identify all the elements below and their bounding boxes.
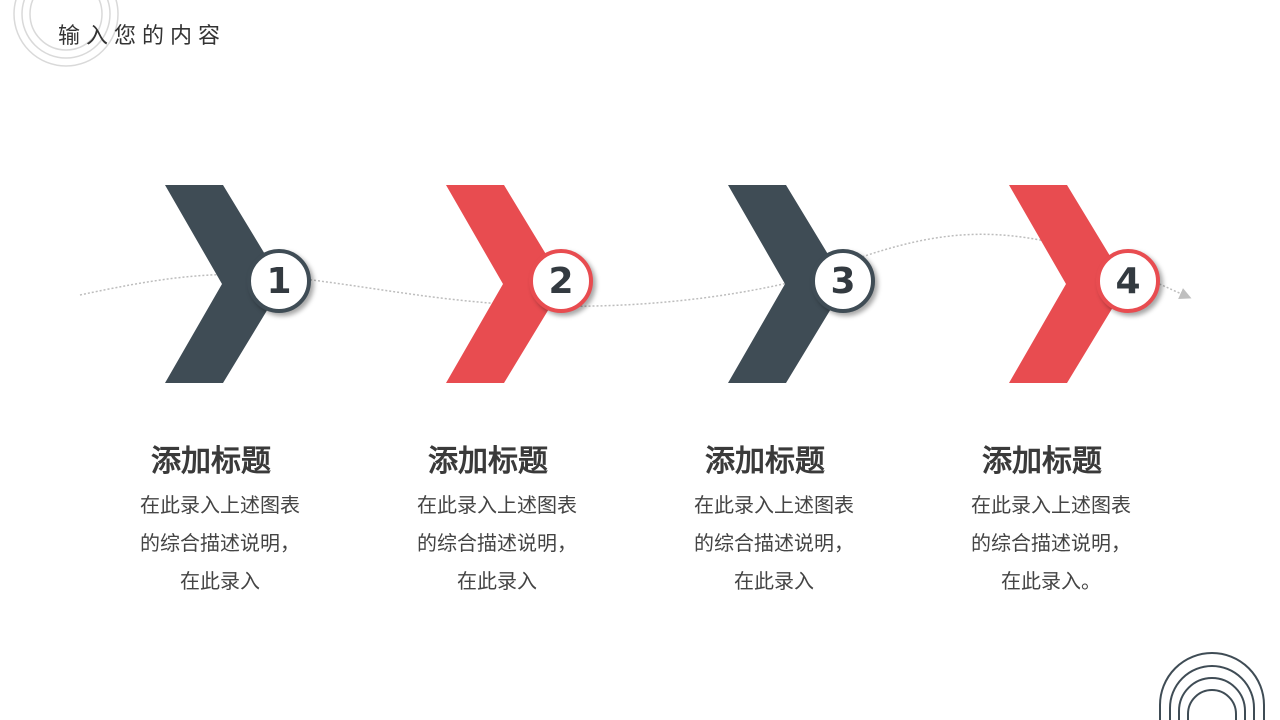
step-number-badge-4: 4: [1096, 249, 1160, 313]
arch-decoration-bottom-right: [1159, 652, 1265, 720]
desc-line: 在此录入: [734, 569, 814, 593]
step-desc-2: 在此录入上述图表 的综合描述说明， 在此录入: [387, 486, 607, 600]
desc-line: 的综合描述说明，: [971, 531, 1131, 555]
desc-line: 在此录入: [457, 569, 537, 593]
desc-line: 在此录入上述图表: [417, 493, 577, 517]
step-title-4: 添加标题: [982, 444, 1102, 479]
step-number-badge-2: 2: [529, 249, 593, 313]
step-desc-1: 在此录入上述图表 的综合描述说明， 在此录入: [110, 486, 330, 600]
desc-line: 在此录入上述图表: [694, 493, 854, 517]
desc-line: 在此录入。: [1001, 569, 1101, 593]
page-title: 输入您的内容: [58, 24, 227, 49]
chevron-3: [728, 185, 846, 383]
chevron-1: [165, 185, 283, 383]
arc-decoration-top-left: [13, 0, 119, 67]
step-number-badge-3: 3: [811, 249, 875, 313]
step-title-3: 添加标题: [705, 444, 825, 479]
step-desc-4: 在此录入上述图表 的综合描述说明， 在此录入。: [941, 486, 1161, 600]
desc-line: 在此录入上述图表: [971, 493, 1131, 517]
step-title-2: 添加标题: [428, 444, 548, 479]
step-desc-3: 在此录入上述图表 的综合描述说明， 在此录入: [664, 486, 884, 600]
flow-curve: [79, 233, 1192, 308]
desc-line: 在此录入: [180, 569, 260, 593]
desc-line: 的综合描述说明，: [417, 531, 577, 555]
step-number-badge-1: 1: [247, 249, 311, 313]
step-title-1: 添加标题: [151, 444, 271, 479]
chevron-4: [1009, 185, 1127, 383]
desc-line: 在此录入上述图表: [140, 493, 300, 517]
desc-line: 的综合描述说明，: [694, 531, 854, 555]
chevron-2: [446, 185, 564, 383]
desc-line: 的综合描述说明，: [140, 531, 300, 555]
